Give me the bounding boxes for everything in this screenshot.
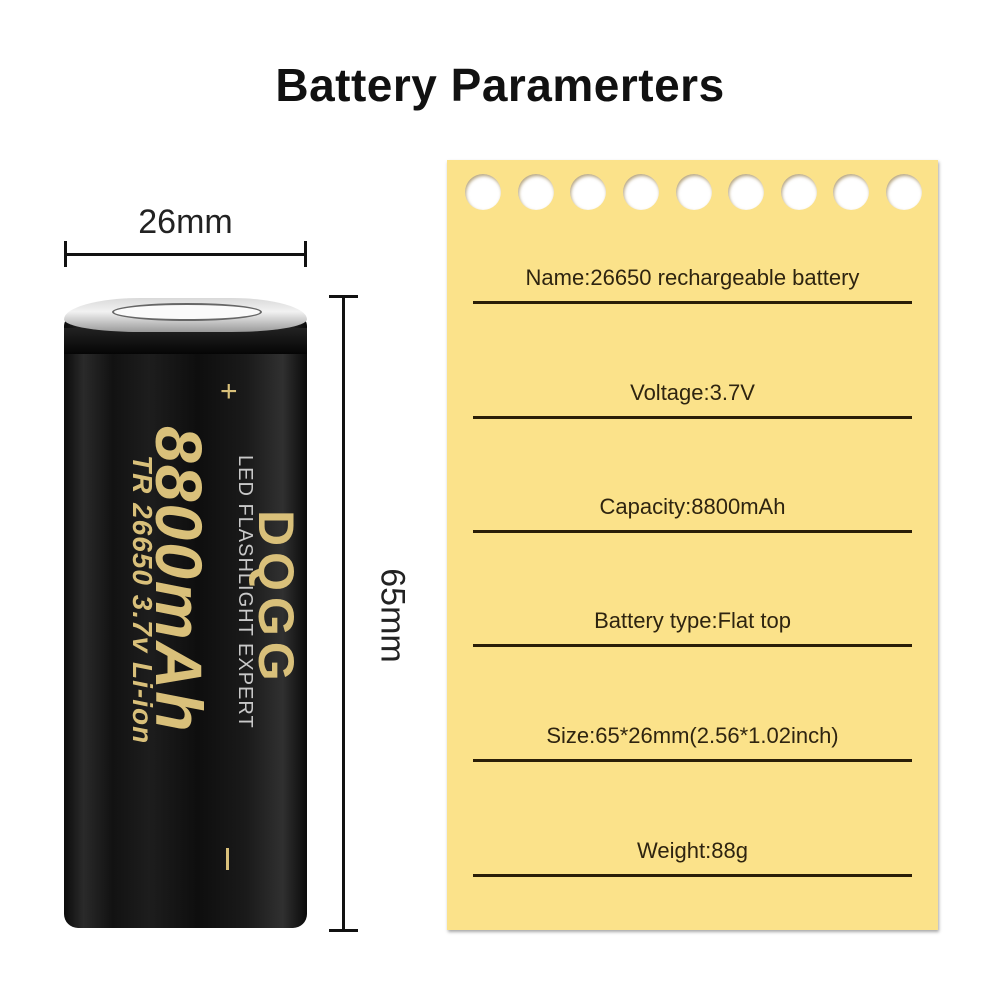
binder-hole-icon xyxy=(780,174,817,210)
page-title: Battery Paramerters xyxy=(275,59,725,111)
binder-hole-icon xyxy=(833,174,870,210)
height-dimension-label: 65mm xyxy=(373,568,412,663)
battery-top-ring xyxy=(64,328,307,354)
width-dimension-label: 26mm xyxy=(138,203,233,241)
param-capacity: Capacity:8800mAh xyxy=(473,494,912,533)
dimension-tick xyxy=(329,295,358,298)
binder-hole-icon xyxy=(886,174,922,210)
dimension-tick xyxy=(329,929,358,932)
parameters-card: Name:26650 rechargeable battery Voltage:… xyxy=(447,160,938,930)
dimension-tick xyxy=(64,241,67,267)
param-size: Size:65*26mm(2.56*1.02inch) xyxy=(473,723,912,762)
binder-hole-icon xyxy=(675,174,712,210)
width-dimension-line xyxy=(64,241,307,267)
binder-hole-icon xyxy=(622,174,659,210)
height-dimension-line xyxy=(329,295,358,932)
param-name: Name:26650 rechargeable battery xyxy=(473,265,912,304)
binder-hole-icon xyxy=(517,174,554,210)
binder-hole-icon xyxy=(570,174,607,210)
binder-hole-icon xyxy=(728,174,765,210)
negative-terminal-icon xyxy=(226,848,229,870)
battery-body xyxy=(64,316,307,928)
battery-flat-top xyxy=(64,298,307,332)
positive-terminal-icon: + xyxy=(220,375,238,408)
battery-capacity-label: 8800mAh xyxy=(142,426,216,734)
battery-terminal xyxy=(112,303,262,321)
param-voltage: Voltage:3.7V xyxy=(473,380,912,419)
battery-image xyxy=(64,298,307,934)
binder-holes xyxy=(447,174,938,210)
param-weight: Weight:88g xyxy=(473,838,912,877)
binder-hole-icon xyxy=(465,174,501,210)
param-battery-type: Battery type:Flat top xyxy=(473,608,912,647)
brand-logo: DQGG xyxy=(248,510,304,687)
dimension-tick xyxy=(304,241,307,267)
